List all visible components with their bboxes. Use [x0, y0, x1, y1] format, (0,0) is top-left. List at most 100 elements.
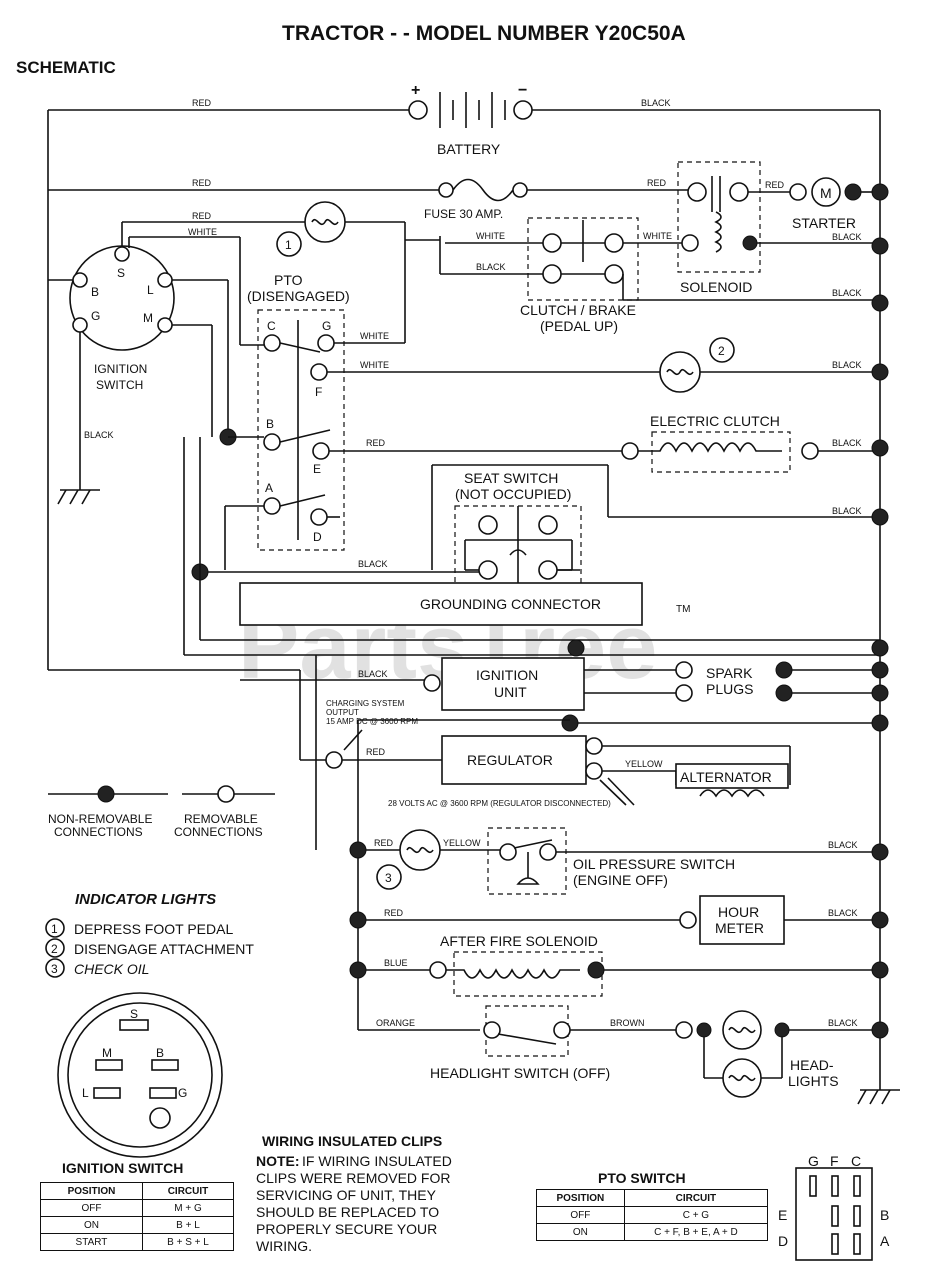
- legend-non-removable: NON-REMOVABLE: [48, 812, 152, 826]
- ignition-unit-label-2: UNIT: [494, 684, 527, 700]
- wire-label: BLACK: [828, 840, 858, 850]
- table-cell: C + F, B + E, A + D: [623, 1223, 769, 1241]
- table-cell: ON: [536, 1223, 625, 1241]
- starter-label: STARTER: [792, 215, 856, 231]
- legend-removable: REMOVABLE: [184, 812, 258, 826]
- pto-term-e: E: [313, 462, 321, 476]
- table-row: START B + S + L: [40, 1233, 235, 1251]
- wire-label: RED: [366, 438, 386, 448]
- indicator-list-text: CHECK OIL: [74, 961, 149, 977]
- wire-label: RED: [192, 178, 212, 188]
- wire-label: RED: [384, 908, 404, 918]
- indicator-list-text: DEPRESS FOOT PEDAL: [74, 921, 233, 937]
- charging-output-1: CHARGING SYSTEM: [326, 699, 405, 708]
- table-cell: B + S + L: [141, 1233, 235, 1251]
- hour-meter-label-1: HOUR: [718, 904, 759, 920]
- wire-label: ORANGE: [376, 1018, 415, 1028]
- face-a: A: [880, 1233, 890, 1249]
- wire-label: BLACK: [476, 262, 506, 272]
- clips-note-title: WIRING INSULATED CLIPS: [262, 1133, 442, 1149]
- face-c: C: [851, 1153, 861, 1169]
- wire-label: BLUE: [384, 958, 408, 968]
- battery-plus: +: [411, 82, 420, 99]
- table-header: POSITION: [40, 1182, 143, 1200]
- seat-switch-state: (NOT OCCUPIED): [455, 486, 571, 502]
- wire-label: RED: [374, 838, 394, 848]
- wire-label: BLACK: [832, 288, 862, 298]
- ignition-unit-label-1: IGNITION: [476, 667, 538, 683]
- wire-label: RED: [765, 180, 785, 190]
- spark-plugs: SPARK PLUGS: [675, 661, 889, 702]
- table-row: OFF C + G: [536, 1206, 769, 1224]
- wire-label: BLACK: [828, 1018, 858, 1028]
- table-cell: B + L: [141, 1216, 235, 1234]
- headlights-label-2: LIGHTS: [788, 1073, 839, 1089]
- after-fire-label: AFTER FIRE SOLENOID: [440, 933, 598, 949]
- wire-label: BLACK: [84, 430, 114, 440]
- grounding-connector-label: GROUNDING CONNECTOR: [420, 596, 601, 612]
- wire-label: BLACK: [358, 559, 388, 569]
- table-cell: C + G: [623, 1206, 769, 1224]
- face-b: B: [880, 1207, 889, 1223]
- indicator-light-1: 1 RED: [122, 201, 440, 257]
- face-l: L: [82, 1086, 89, 1100]
- term-m: M: [143, 311, 153, 325]
- indicator-light-3: 3: [376, 829, 441, 890]
- solenoid: SOLENOID: [677, 161, 761, 295]
- clips-note: WIRING INSULATED CLIPS NOTE: IF WIRING I…: [256, 1133, 452, 1254]
- pto-state: (DISENGAGED): [247, 288, 350, 304]
- indicator-num: 2: [718, 344, 725, 358]
- clutch-brake-state: (PEDAL UP): [540, 318, 618, 334]
- oil-switch-state: (ENGINE OFF): [573, 872, 668, 888]
- face-g: G: [178, 1086, 187, 1100]
- pto-table-title: PTO SWITCH: [598, 1170, 686, 1186]
- clips-note-line: CLIPS WERE REMOVED FOR: [256, 1170, 450, 1186]
- pto-term-d: D: [313, 530, 322, 544]
- seat-switch-label: SEAT SWITCH: [464, 470, 558, 486]
- table-cell: OFF: [40, 1199, 143, 1217]
- face-e: E: [778, 1207, 787, 1223]
- clutch-brake-label: CLUTCH / BRAKE: [520, 302, 636, 318]
- charging-output-3: 15 AMP DC @ 3600 RPM: [326, 717, 418, 726]
- starter-motor: M STARTER: [789, 177, 889, 231]
- ignition-switch-label-2: SWITCH: [96, 378, 143, 392]
- regulator: REGULATOR: [441, 735, 603, 785]
- wire-label: YELLOW: [443, 838, 481, 848]
- indicator-title: INDICATOR LIGHTS: [75, 891, 216, 908]
- headlight-switch: HEADLIGHT SWITCH (OFF): [430, 1005, 610, 1081]
- wire-label: RED: [192, 98, 212, 108]
- spark-plugs-label-1: SPARK: [706, 665, 753, 681]
- pto-term-b: B: [266, 417, 274, 431]
- clips-note-line: SHOULD BE REPLACED TO: [256, 1204, 439, 1220]
- indicator-light-2: 2: [659, 337, 735, 393]
- wire-label: WHITE: [360, 331, 389, 341]
- connection-legend: NON-REMOVABLE CONNECTIONS REMOVABLE CONN…: [48, 785, 275, 839]
- wire-label: WHITE: [360, 360, 389, 370]
- indicator-num: 3: [385, 871, 392, 885]
- wire-label: BLACK: [641, 98, 671, 108]
- wire-label: BLACK: [832, 360, 862, 370]
- table-header: CIRCUIT: [141, 1182, 235, 1200]
- clips-note-line: IF WIRING INSULATED: [302, 1153, 452, 1169]
- table-row: ON C + F, B + E, A + D: [536, 1223, 769, 1241]
- seat-switch: SEAT SWITCH (NOT OCCUPIED): [454, 470, 582, 599]
- pto-switch-face: G F C E B D A: [778, 1153, 890, 1261]
- pto-switch-table: POSITION CIRCUIT OFF C + G ON C + F, B +…: [536, 1189, 769, 1241]
- clips-note-line: PROPERLY SECURE YOUR: [256, 1221, 437, 1237]
- term-l: L: [147, 283, 154, 297]
- wire-label: RED: [647, 178, 667, 188]
- charging-output-2: OUTPUT: [326, 708, 359, 717]
- headlights-label-1: HEAD-: [790, 1057, 834, 1073]
- table-cell: START: [40, 1233, 143, 1251]
- indicator-list-num: 1: [51, 922, 58, 936]
- oil-pressure-switch: OIL PRESSURE SWITCH (ENGINE OFF): [487, 827, 735, 895]
- legend-non-removable-2: CONNECTIONS: [54, 825, 143, 839]
- alternator-note: 28 VOLTS AC @ 3600 RPM (REGULATOR DISCON…: [388, 799, 611, 808]
- table-cell: ON: [40, 1216, 143, 1234]
- pto-label: PTO: [274, 272, 303, 288]
- wire-label: RED: [192, 211, 212, 221]
- starter-symbol: M: [820, 185, 832, 201]
- after-fire-solenoid: AFTER FIRE SOLENOID: [429, 933, 605, 997]
- battery-minus: −: [518, 82, 527, 99]
- legend-removable-2: CONNECTIONS: [174, 825, 263, 839]
